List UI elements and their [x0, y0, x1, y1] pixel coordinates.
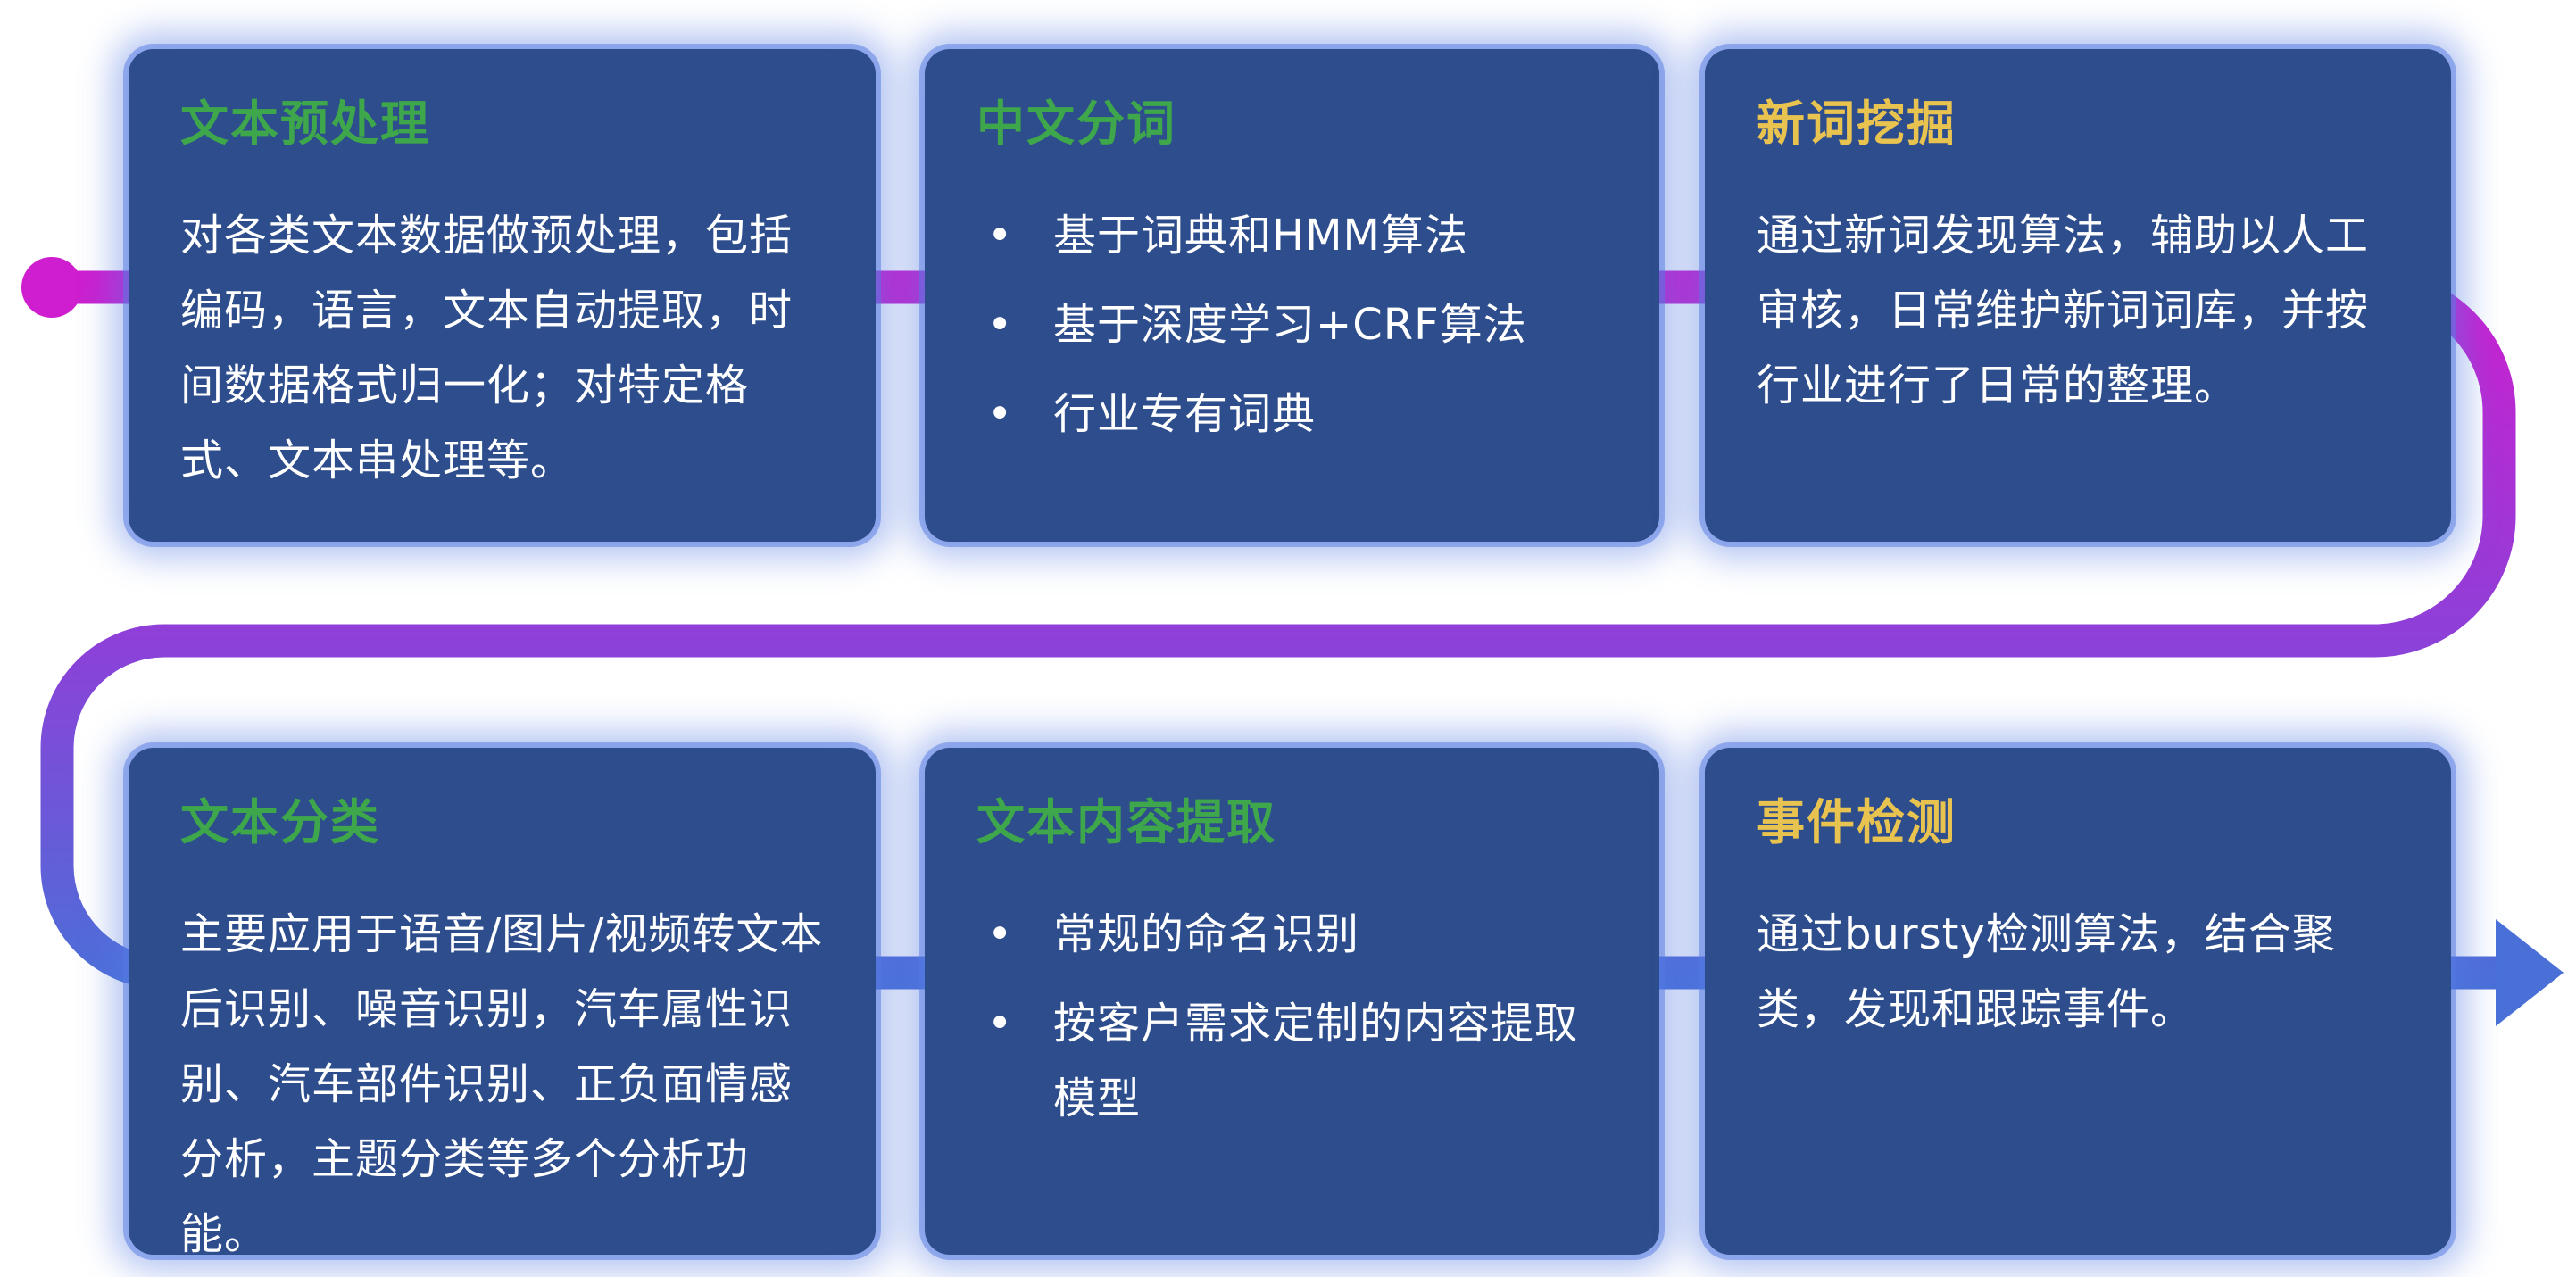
bullet-item: 按客户需求定制的内容提取模型 — [976, 986, 1608, 1136]
arrow-right-icon — [2496, 919, 2564, 1026]
bullet-item: 行业专有词典 — [976, 377, 1608, 452]
card-text-preprocessing: 文本预处理 对各类文本数据做预处理，包括编码，语言，文本自动提取，时间数据格式归… — [129, 49, 876, 542]
card-title: 文本内容提取 — [976, 794, 1276, 850]
card-body: 通过新词发现算法，辅助以人工审核，日常维护新词词库，并按行业进行了日常的整理。 — [1757, 210, 2370, 410]
card-bullet-list: 常规的命名识别按客户需求定制的内容提取模型 — [976, 897, 1608, 1136]
card-body: 主要应用于语音/图片/视频转文本后识别、噪音识别，汽车属性识别、汽车部件识别、正… — [180, 908, 824, 1259]
card-body: 对各类文本数据做预处理，包括编码，语言，文本自动提取，时间数据格式归一化；对特定… — [180, 210, 794, 485]
bullet-item: 基于深度学习+CRF算法 — [976, 287, 1608, 362]
card-new-word-mining: 新词挖掘 通过新词发现算法，辅助以人工审核，日常维护新词词库，并按行业进行了日常… — [1705, 49, 2451, 542]
card-body: 通过bursty检测算法，结合聚类，发现和跟踪事件。 — [1757, 908, 2336, 1034]
card-text-classification: 文本分类 主要应用于语音/图片/视频转文本后识别、噪音识别，汽车属性识别、汽车部… — [129, 748, 876, 1259]
bullet-item: 基于词典和HMM算法 — [976, 198, 1608, 273]
card-bullet-list: 基于词典和HMM算法基于深度学习+CRF算法行业专有词典 — [976, 198, 1608, 452]
card-title: 中文分词 — [976, 95, 1176, 152]
card-title: 文本预处理 — [180, 95, 430, 152]
card-title: 事件检测 — [1757, 794, 1957, 850]
card-chinese-word-segmentation: 中文分词 基于词典和HMM算法基于深度学习+CRF算法行业专有词典 — [925, 49, 1659, 542]
flow-line — [35, 270, 2518, 990]
card-title: 文本分类 — [180, 794, 380, 850]
card-title: 新词挖掘 — [1757, 95, 1957, 152]
card-event-detection: 事件检测 通过bursty检测算法，结合聚类，发现和跟踪事件。 — [1705, 748, 2451, 1255]
card-text-content-extraction: 文本内容提取 常规的命名识别按客户需求定制的内容提取模型 — [925, 748, 1659, 1255]
circle-dot-icon — [21, 257, 82, 318]
bullet-item: 常规的命名识别 — [976, 897, 1608, 972]
